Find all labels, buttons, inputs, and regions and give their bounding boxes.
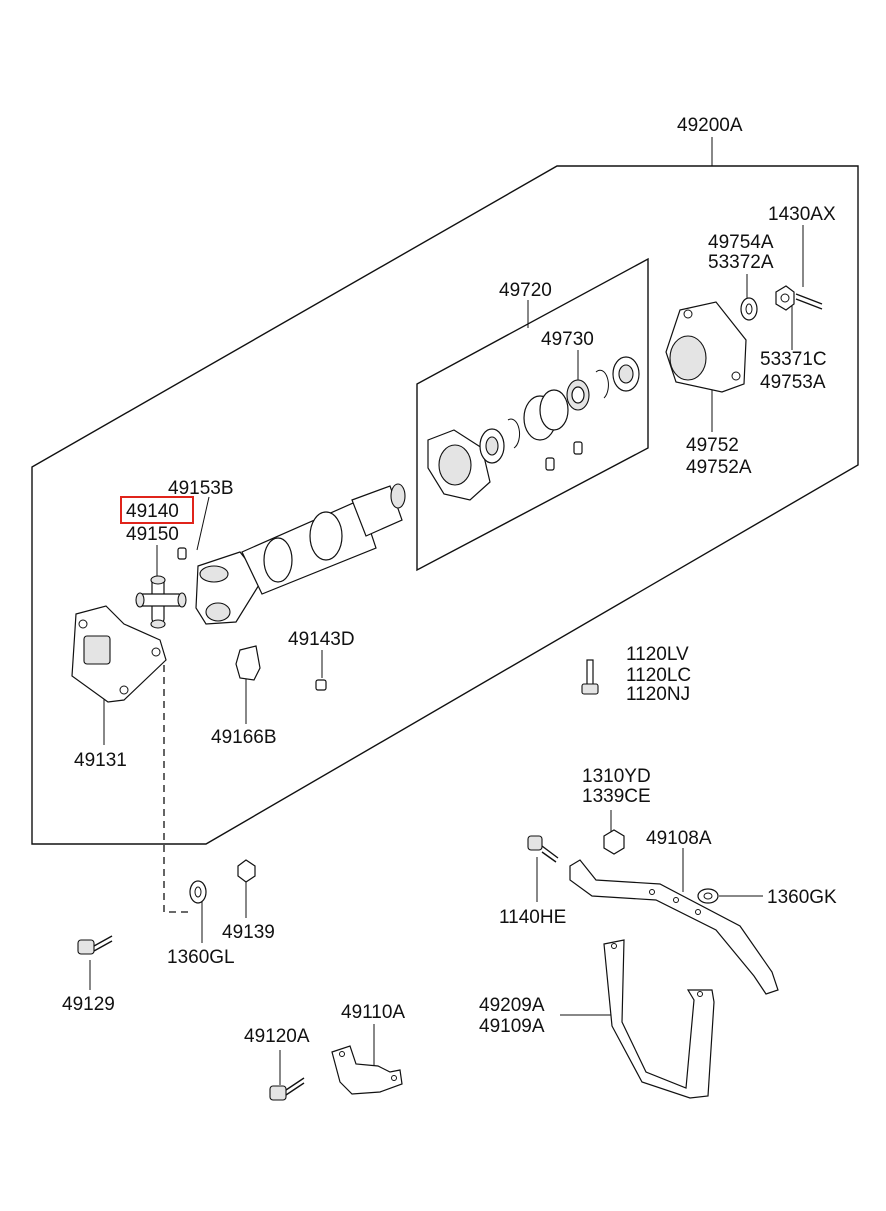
label-49129: 49129 — [62, 994, 115, 1015]
label-49153b: 49153B — [168, 478, 234, 499]
assembly-49200a-outline — [31, 165, 859, 845]
flange-49752 — [665, 301, 747, 393]
label-49752: 49752 — [686, 435, 739, 456]
clip-49166b — [235, 645, 261, 681]
drive-shaft-tube — [195, 483, 406, 625]
nut-53371c — [775, 285, 795, 311]
split-pin-1430ax — [795, 293, 823, 310]
leader-lines — [89, 137, 804, 1085]
assembly-49720-outline — [416, 257, 649, 572]
clamp-49110a — [331, 1045, 403, 1095]
bolt-49143d — [315, 679, 327, 691]
alignment-dashed-line — [140, 664, 191, 913]
bolt-49120a — [269, 1077, 305, 1101]
label-49139: 49139 — [222, 922, 275, 943]
label-1339ce: 1339CE — [582, 786, 651, 807]
label-53371c: 53371C — [760, 349, 827, 370]
label-1140he: 1140HE — [499, 907, 566, 928]
label-49200a: 49200A — [677, 115, 743, 136]
label-49131: 49131 — [74, 750, 127, 771]
bracket-49108a — [569, 859, 779, 995]
label-49150: 49150 — [126, 524, 179, 545]
strap-49209a — [603, 939, 715, 1099]
universal-joint-49140 — [135, 575, 187, 629]
nut-49139 — [237, 859, 256, 883]
bolt-1120lv — [581, 659, 599, 695]
label-49166b: 49166B — [211, 727, 277, 748]
label-49730: 49730 — [541, 329, 594, 350]
label-49109a: 49109A — [479, 1016, 545, 1037]
small-pins — [545, 441, 583, 471]
label-49140: 49140 — [126, 501, 179, 522]
washer-1360gk — [697, 888, 719, 904]
label-1120lv: 1120LV — [626, 644, 689, 665]
label-49753a: 49753A — [760, 372, 826, 393]
label-1360gl: 1360GL — [167, 947, 235, 968]
washer-1360gl — [189, 880, 207, 904]
label-1430ax: 1430AX — [768, 204, 836, 225]
bolt-49129 — [77, 935, 113, 955]
washer-49754a — [740, 297, 758, 321]
label-49143d: 49143D — [288, 629, 355, 650]
grease-nipple-49153b — [177, 547, 187, 560]
nut-1310yd — [603, 829, 625, 855]
label-49209a: 49209A — [479, 995, 545, 1016]
bolt-1140he — [527, 835, 559, 863]
center-bearing-bracket — [427, 429, 491, 501]
bearing-rings — [479, 356, 640, 464]
label-53372a: 53372A — [708, 252, 774, 273]
label-49108a: 49108A — [646, 828, 712, 849]
label-49120a: 49120A — [244, 1026, 310, 1047]
highlight-box-49140 — [120, 496, 194, 524]
label-49110a: 49110A — [341, 1002, 405, 1023]
label-1360gk: 1360GK — [767, 887, 837, 908]
label-49752a: 49752A — [686, 457, 752, 478]
label-49720: 49720 — [499, 280, 552, 301]
label-1120nj: 1120NJ — [626, 684, 690, 705]
flange-yoke-49131 — [71, 605, 167, 703]
label-1120lc: 1120LC — [626, 665, 691, 686]
label-1310yd: 1310YD — [582, 766, 651, 787]
label-49754a: 49754A — [708, 232, 774, 253]
